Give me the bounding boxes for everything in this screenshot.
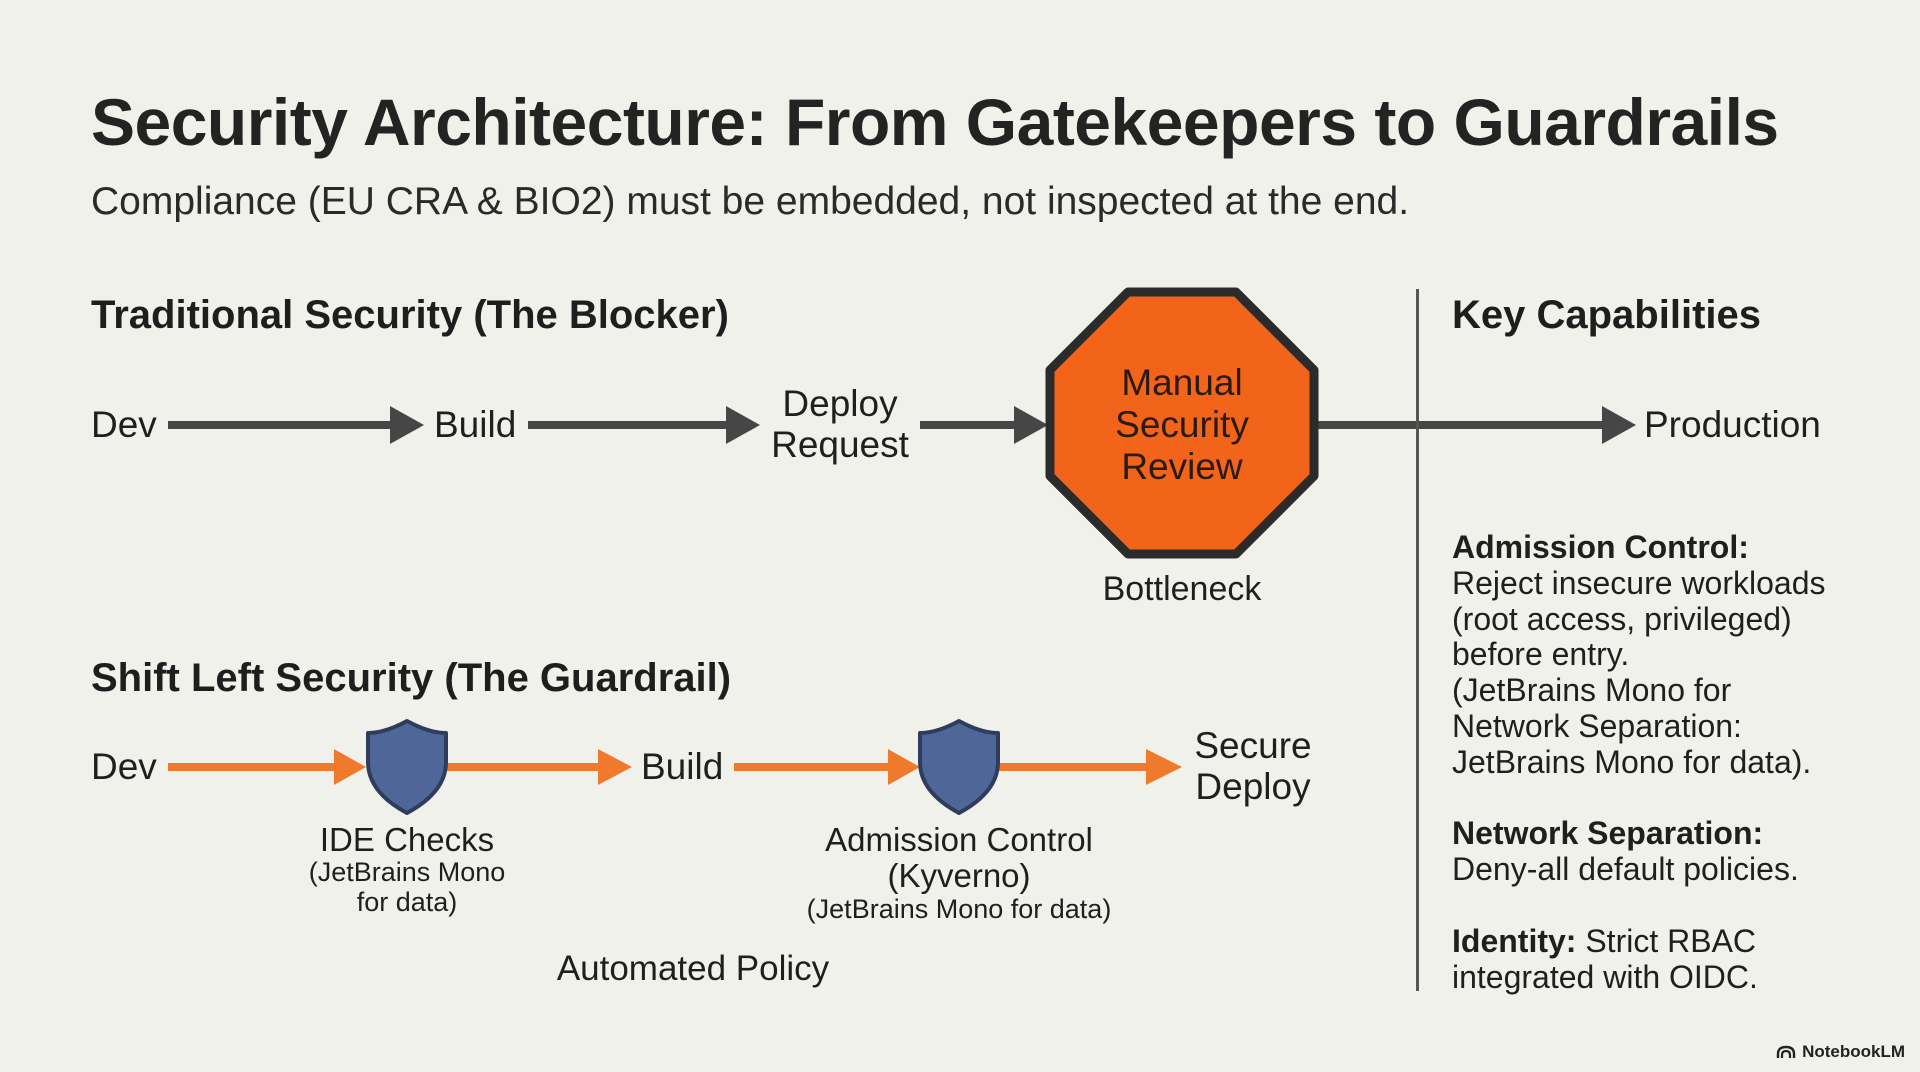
shield-icon — [918, 719, 1000, 815]
shift-left-build-label: Build — [641, 746, 724, 787]
admission-control-caption: Admission Control (Kyverno) (JetBrains M… — [806, 821, 1112, 924]
traditional-build-label: Build — [434, 404, 517, 445]
capability-identity: Identity: Strict RBAC integrated with OI… — [1452, 923, 1758, 995]
traditional-heading: Traditional Security (The Blocker) — [91, 293, 729, 337]
notebooklm-badge: NotebookLM — [1776, 1042, 1905, 1062]
shift-left-dev-label: Dev — [91, 746, 157, 787]
manual-security-review-label: Manual Security Review — [1115, 362, 1249, 487]
capability-network-separation: Network Separation: Deny-all default pol… — [1452, 815, 1799, 887]
page-title: Security Architecture: From Gatekeepers … — [91, 85, 1779, 159]
shift-left-arrows — [168, 749, 1182, 785]
production-label: Production — [1644, 404, 1821, 445]
bottleneck-label: Bottleneck — [1102, 570, 1262, 608]
secure-deploy-label: Secure Deploy — [1194, 725, 1312, 808]
page-subtitle: Compliance (EU CRA & BIO2) must be embed… — [91, 180, 1410, 223]
notebooklm-logo-icon — [1776, 1045, 1796, 1058]
section-divider — [1416, 289, 1419, 991]
traditional-dev-label: Dev — [91, 404, 157, 445]
shift-left-heading: Shift Left Security (The Guardrail) — [91, 656, 732, 700]
capability-admission-control: Admission Control: Reject insecure workl… — [1452, 529, 1826, 780]
stop-sign-icon — [1045, 287, 1319, 559]
deploy-request-label: Deploy Request — [771, 383, 909, 466]
traditional-arrows — [168, 406, 1636, 444]
ide-checks-caption: IDE Checks (JetBrains Mono for data) — [308, 821, 506, 917]
automated-policy-label: Automated Policy — [556, 949, 830, 988]
shield-icon — [366, 719, 448, 815]
capabilities-heading: Key Capabilities — [1452, 293, 1762, 337]
